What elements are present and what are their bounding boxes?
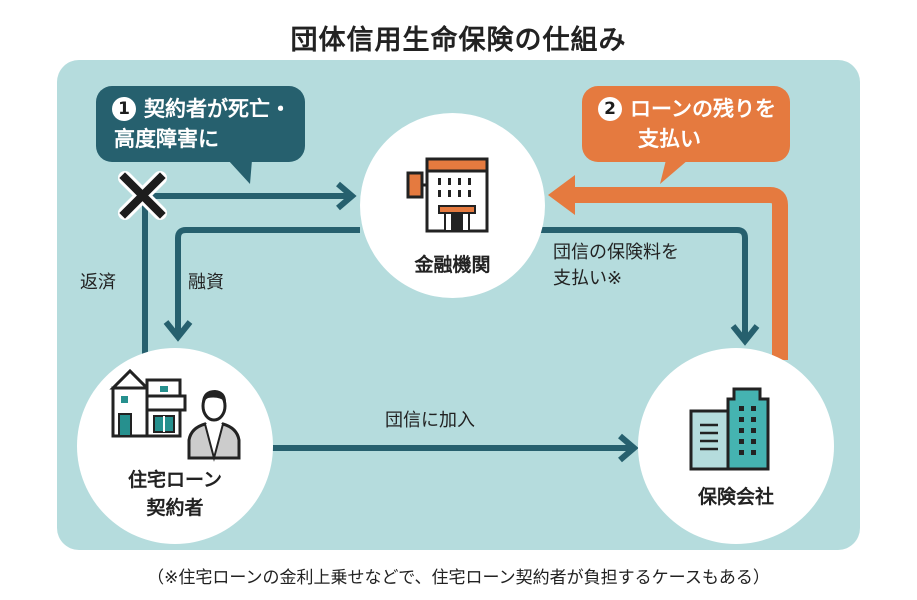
repayment-label: 返済: [80, 272, 116, 293]
callout-step1-tail: [228, 160, 252, 184]
borrower-label-line2: 契約者: [146, 497, 204, 519]
house-and-person-icon: [109, 368, 241, 462]
cross-mark-icon: [118, 171, 167, 220]
bank-node: 金融機関: [360, 113, 545, 298]
step2-number: 2: [598, 97, 622, 121]
repayment-arrow: [142, 193, 350, 360]
payoff-arrowhead: [548, 175, 575, 215]
footnote: （※住宅ローンの金利上乗せなどで、住宅ローン契約者が負担するケースもある）: [147, 568, 770, 588]
insurer-label: 保険会社: [697, 486, 774, 508]
premium-label-line2: 支払い※: [553, 268, 623, 289]
step2-line1: ローンの残りを: [630, 97, 776, 121]
loan-arrowhead: [163, 320, 193, 342]
step2-line2: 支払い: [638, 127, 701, 151]
callout-step1: 1 契約者が死亡・ 高度障害に: [96, 86, 305, 162]
callout-step2: 2 ローンの残りを 支払い: [582, 86, 790, 162]
diagram-title: 団体信用生命保険の仕組み: [290, 25, 627, 56]
repayment-arrowhead: [336, 181, 357, 211]
step1-line2: 高度障害に: [114, 127, 219, 151]
join-label: 団信に加入: [385, 410, 475, 431]
payoff-arrow: [570, 187, 788, 360]
premium-arrowhead: [730, 324, 760, 346]
loan-arrow: [175, 227, 360, 335]
borrower-node: 住宅ローン 契約者: [77, 348, 273, 544]
insurer-node: 保険会社: [638, 348, 834, 544]
bank-building-icon: [406, 157, 489, 233]
premium-label-line1: 団信の保険料を: [553, 242, 679, 263]
step1-number: 1: [112, 97, 136, 121]
join-arrowhead: [618, 433, 639, 463]
loan-label: 融資: [188, 272, 224, 293]
office-buildings-icon: [689, 387, 770, 471]
borrower-label-line1: 住宅ローン: [127, 469, 223, 491]
step1-line1: 契約者が死亡・: [144, 97, 291, 121]
bank-label: 金融機関: [414, 254, 491, 276]
callout-step2-tail: [660, 160, 688, 184]
premium-arrow: [540, 227, 748, 340]
